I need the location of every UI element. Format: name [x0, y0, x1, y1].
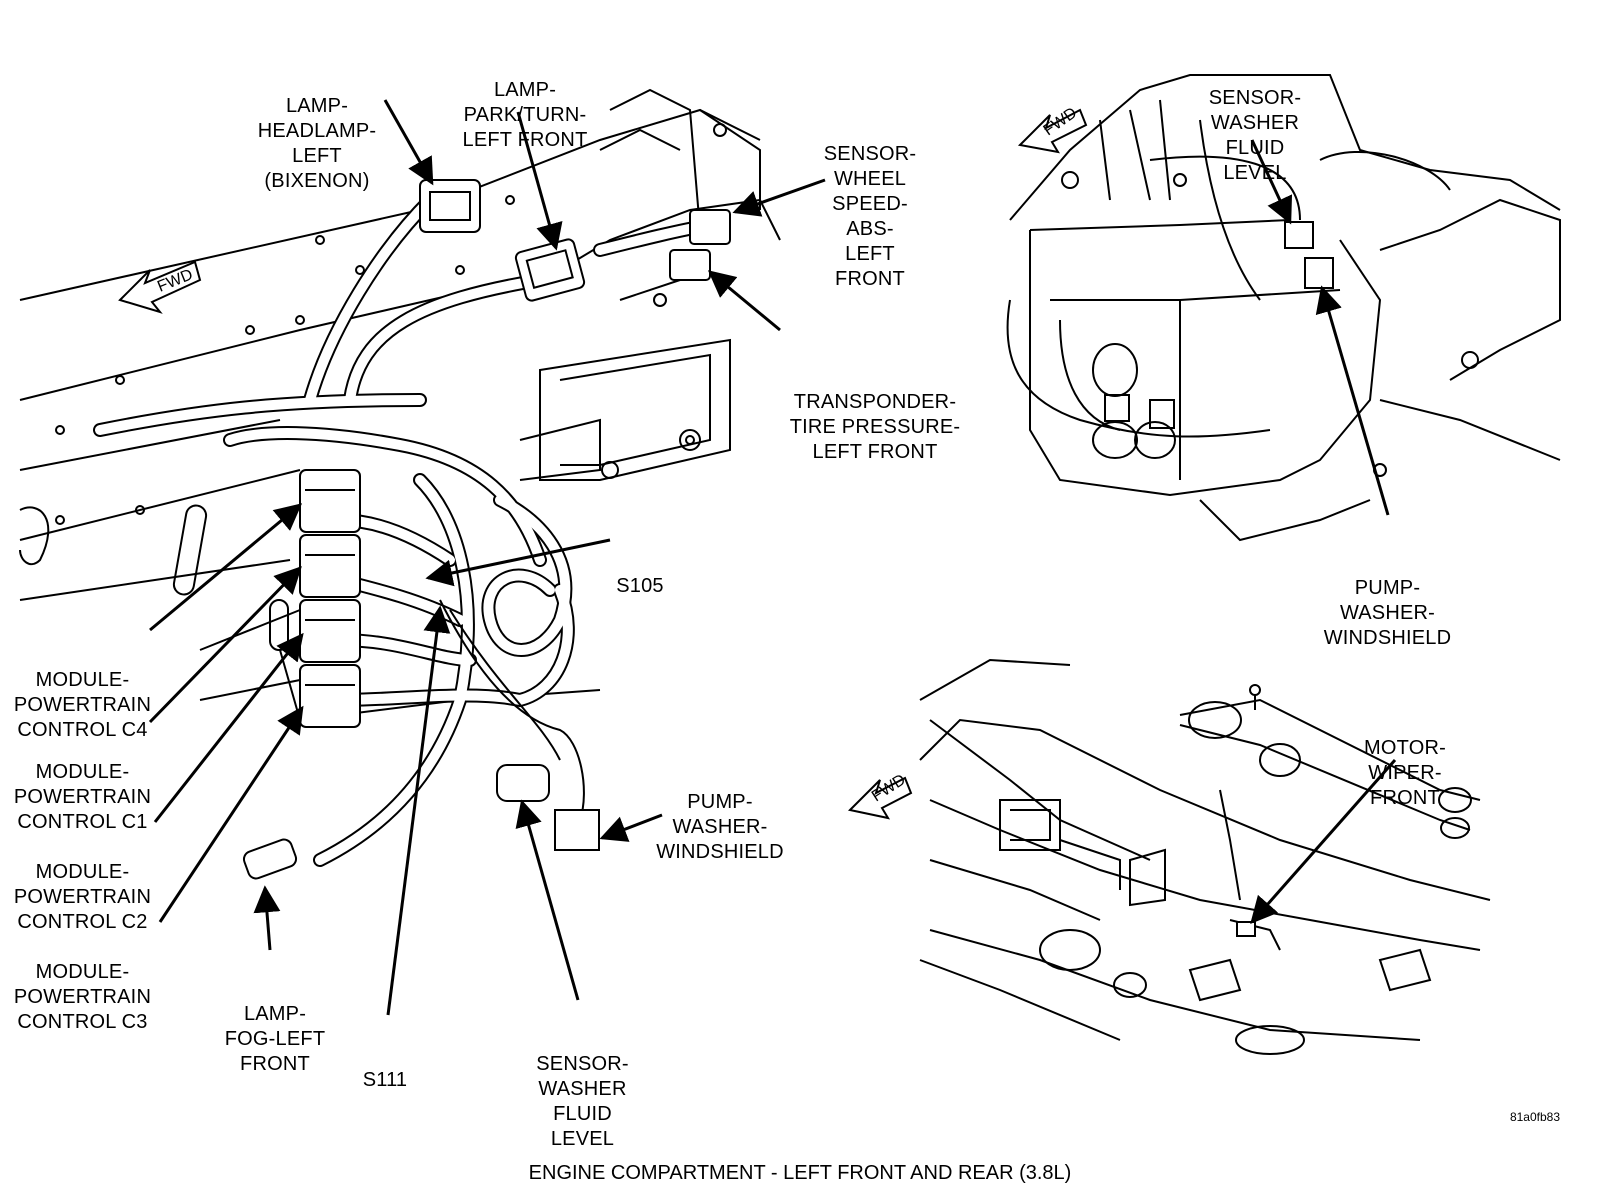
- label-headlamp-left: LAMP-HEADLAMP-LEFT(BIXENON): [257, 95, 377, 192]
- wiper-motor-inset: [847, 658, 1491, 1055]
- label-s105: S105: [616, 575, 664, 597]
- diagram-caption: ENGINE COMPARTMENT - LEFT FRONT AND REAR…: [528, 1162, 1072, 1184]
- label-tire-pressure-transponder: TRANSPONDER-TIRE PRESSURE-LEFT FRONT: [789, 391, 961, 463]
- inset-bottom-leader-lines: [1250, 759, 1397, 925]
- label-wiper-motor-front: MOTOR-WIPER-FRONT: [1364, 737, 1446, 809]
- label-park-turn-lamp: LAMP-PARK/TURN-LEFT FRONT: [462, 79, 588, 151]
- main-leader-lines: [148, 99, 826, 1016]
- washer-reservoir-inset: [1006, 74, 1561, 542]
- inset-top-leader-lines: [1250, 139, 1390, 516]
- label-s111: S111: [362, 1069, 408, 1091]
- label-washer-pump-main: PUMP-WASHER-WINDSHIELD: [656, 791, 784, 863]
- main-engine-view: [19, 88, 781, 880]
- figure-code: 81a0fb83: [1509, 1110, 1560, 1124]
- label-washer-pump-inset: PUMP-WASHER-WINDSHIELD: [1323, 577, 1452, 649]
